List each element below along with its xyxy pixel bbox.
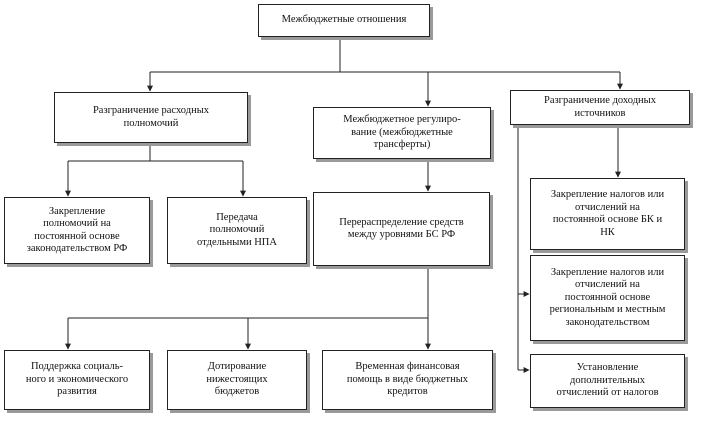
box-fixation-federal-law: Закрепление полномочий на постоянной осн… [4,197,150,264]
box-additional-deductions: Установление дополнительных отчислений о… [530,354,685,408]
label-temporary-aid: Временная финансовая помощь в виде бюдже… [346,361,469,398]
label-additional-deductions: Установление дополнительных отчислений о… [556,362,659,399]
box-redistribution: Перераспределение средств между уровнями… [313,192,490,266]
label-revenue-sources: Разграничение доходных источников [544,95,656,119]
label-fixation-federal-law: Закрепление полномочий на постоянной осн… [26,205,128,255]
box-transfer-by-npa: Передача полномочий отдельными НПА [167,197,307,264]
label-taxes-bk-nk: Закрепление налогов или отчислений на по… [550,189,665,238]
label-transfer-by-npa: Передача полномочий отдельными НПА [197,211,277,248]
box-expenditure-powers: Разграничение расходных полномочий [54,92,248,143]
box-taxes-bk-nk: Закрепление налогов или отчислений на по… [530,178,685,250]
box-temporary-aid: Временная финансовая помощь в виде бюдже… [322,350,493,410]
box-subsidy-budgets: Дотирование нижестоящих бюджетов [167,350,307,410]
label-support-development: Поддержка социаль- ного и экономического… [25,361,129,398]
label-taxes-regional-local: Закрепление налогов или отчислений на по… [549,266,666,328]
label-redistribution: Перераспределение средств между уровнями… [339,216,464,241]
box-taxes-regional-local: Закрепление налогов или отчислений на по… [530,255,685,341]
label-interbudget-relations: Межбюджетные отношения [281,14,407,26]
box-interbudget-relations: Межбюджетные отношения [258,4,430,37]
label-expenditure-powers: Разграничение расходных полномочий [92,105,210,129]
label-subsidy-budgets: Дотирование нижестоящих бюджетов [206,361,268,398]
box-interbudget-regulation: Межбюджетное регулиро- вание (межбюджетн… [313,107,491,159]
label-interbudget-regulation: Межбюджетное регулиро- вание (межбюджетн… [343,114,461,151]
box-support-development: Поддержка социаль- ного и экономического… [4,350,150,410]
box-revenue-sources: Разграничение доходных источников [510,90,690,125]
